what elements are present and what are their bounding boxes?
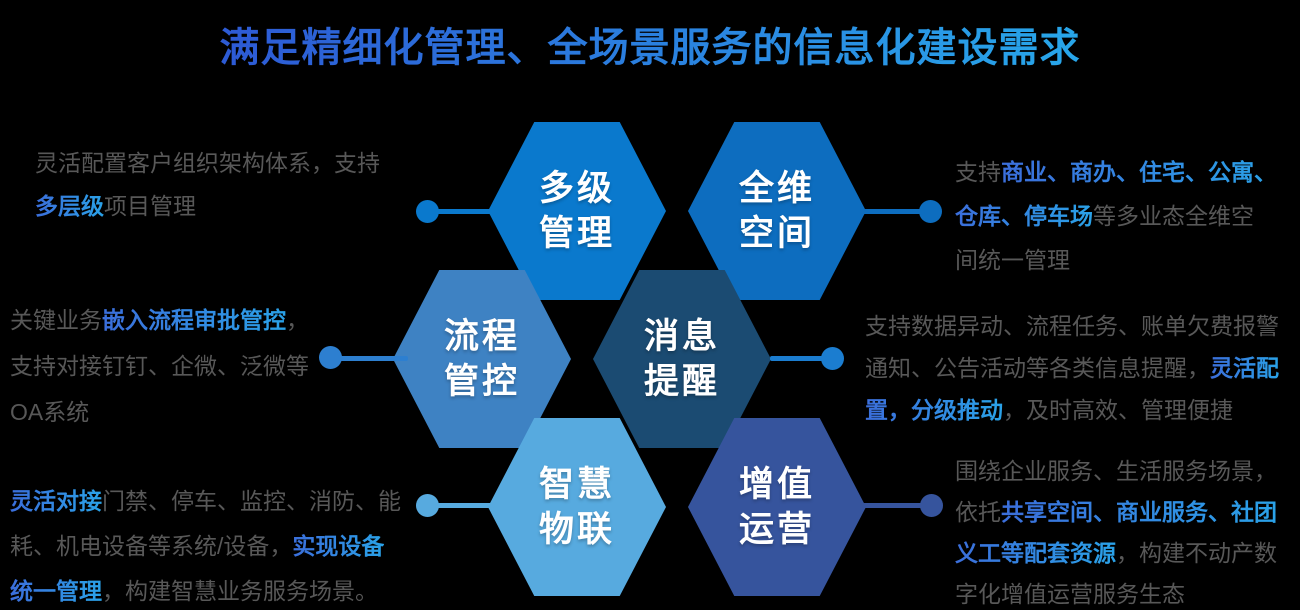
text-run: 支持对接钉钉、企微、泛微等	[10, 353, 309, 379]
highlight-text-run: 灵活配	[1210, 355, 1279, 381]
hexagon-label-line: 增值	[738, 465, 815, 504]
connector-line	[860, 503, 926, 508]
text-run: ，构建智慧业务服务场景。	[102, 578, 378, 604]
text-run: ，及时高效、管理便捷	[1003, 397, 1233, 423]
hexagon-label-line: 多级	[538, 169, 615, 208]
text-block-org-structure: 灵活配置客户组织架构体系，支持多层级项目管理	[35, 142, 380, 228]
text-run: OA系统	[10, 399, 90, 425]
connector-dot-icon	[919, 200, 942, 223]
highlight-text-run: 共享空间、商业服务、社团	[1001, 499, 1277, 525]
hexagon-label: 多级 管理	[539, 166, 615, 256]
text-run: 字化增值运营服务生态	[955, 581, 1185, 607]
connector-line	[435, 209, 495, 214]
highlight-text-run: 义工等配套资源	[955, 540, 1116, 566]
highlight-text-run: 仓库、停车场	[955, 203, 1093, 229]
text-run: 通知、公告活动等各类信息提醒，	[865, 355, 1210, 381]
text-run: 项目管理	[104, 193, 196, 219]
hexagon-label-line: 管控	[443, 362, 520, 401]
connector-line	[435, 503, 495, 508]
connector-dot-icon	[319, 346, 342, 369]
connector-line	[770, 356, 827, 361]
highlight-text-run: 商业、商办、住宅、公寓、	[1001, 159, 1277, 185]
text-run: 围绕企业服务、生活服务场景，	[955, 458, 1277, 484]
hexagon-label-line: 流程	[443, 317, 520, 356]
connector-line	[860, 209, 925, 214]
text-run: ，构建不动产数	[1116, 540, 1277, 566]
hexagon-label-line: 提醒	[643, 362, 720, 401]
text-block-process-approval: 关键业务嵌入流程审批管控， 支持对接钉钉、企微、泛微等 OA系统	[10, 297, 309, 435]
hexagon-label-line: 管理	[538, 214, 615, 253]
text-run: 间统一管理	[955, 247, 1070, 273]
highlight-text-run: 灵活对接	[10, 488, 102, 514]
highlight-text-run: 统一管理	[10, 578, 102, 604]
connector-dot-icon	[416, 200, 439, 223]
hexagon-label-line: 全维	[738, 169, 815, 208]
text-run: ，	[286, 307, 309, 333]
hexagon-label: 流程 管控	[444, 314, 520, 404]
hexagon-label: 消息 提醒	[644, 314, 720, 404]
hexagon-label-line: 运营	[738, 510, 815, 549]
connector-dot-icon	[416, 494, 439, 517]
text-run: 门禁、停车、监控、消防、能	[102, 488, 401, 514]
text-run: 支持数据异动、流程任务、账单欠费报警	[865, 313, 1279, 339]
connector-dot-icon	[821, 347, 844, 370]
highlight-text-run: 多层级	[35, 193, 104, 219]
hexagon-label: 增值 运营	[739, 462, 815, 552]
text-block-space-types: 支持商业、商办、住宅、公寓、仓库、停车场等多业态全维空间统一管理	[955, 150, 1277, 282]
text-run: 耗、机电设备等系统/设备，	[10, 533, 293, 559]
hexagon-label-line: 消息	[643, 317, 720, 356]
hexagon-label-line: 物联	[538, 510, 615, 549]
highlight-text-run: 置，分级推动	[865, 397, 1003, 423]
text-run: 关键业务	[10, 307, 102, 333]
text-block-value-services: 围绕企业服务、生活服务场景， 依托共享空间、商业服务、社团义工等配套资源，构建不动…	[955, 451, 1277, 610]
text-run: 等多业态全维空	[1093, 203, 1254, 229]
page-title: 满足精细化管理、全场景服务的信息化建设需求	[0, 22, 1300, 74]
text-run: 灵活配置客户组织架构体系，支持	[35, 150, 380, 176]
highlight-text-run: 实现设备	[292, 533, 385, 559]
highlight-text-run: 嵌入流程审批管控	[102, 307, 286, 333]
text-run: 支持	[955, 159, 1001, 185]
connector-line	[338, 356, 408, 361]
hexagon-label: 全维 空间	[739, 166, 815, 256]
text-run: 依托	[955, 499, 1001, 525]
hexagon-label-line: 智慧	[538, 465, 615, 504]
hexagon-label: 智慧 物联	[539, 462, 615, 552]
text-block-device-integration: 灵活对接门禁、停车、监控、消防、能耗、机电设备等系统/设备，实现设备统一管理，构…	[10, 479, 401, 610]
hexagon-label-line: 空间	[738, 214, 815, 253]
text-block-notifications: 支持数据异动、流程任务、账单欠费报警通知、公告活动等各类信息提醒，灵活配置，分级…	[865, 305, 1279, 431]
connector-dot-icon	[920, 494, 943, 517]
